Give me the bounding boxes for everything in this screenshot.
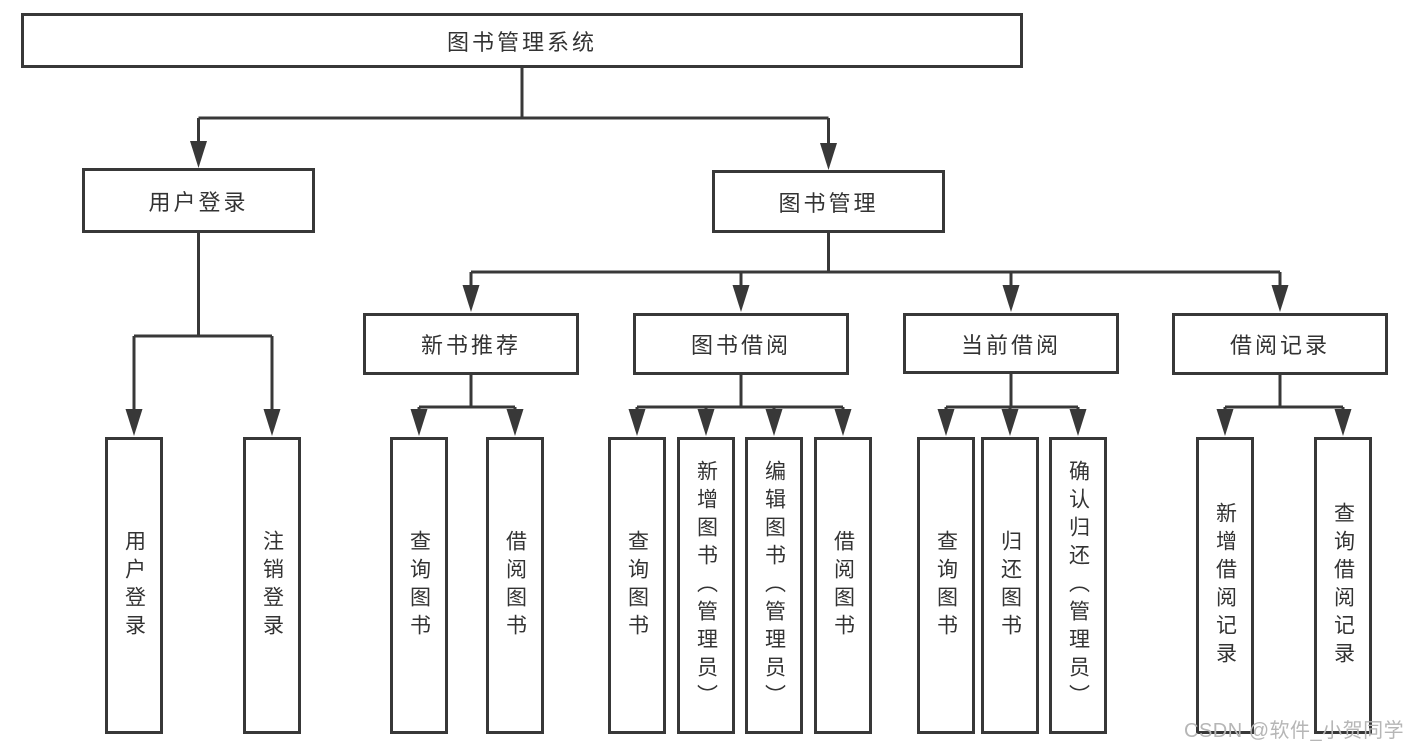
leaf-label: 新增图书（管理员） [694, 459, 718, 712]
leaf-record-add-borrow-record: 新增借阅记录 [1196, 437, 1254, 734]
node-user-login: 用户登录 [82, 168, 315, 233]
leaf-borrow-query-book: 查询图书 [608, 437, 666, 734]
node-library-management-system: 图书管理系统 [21, 13, 1023, 68]
node-current-borrow: 当前借阅 [903, 313, 1119, 374]
leaf-label: 新增借阅记录 [1213, 501, 1237, 670]
leaf-label: 编辑图书（管理员） [762, 459, 786, 712]
leaf-current-confirm-return-admin: 确认归还（管理员） [1049, 437, 1107, 734]
leaf-label: 查询图书 [934, 529, 958, 642]
leaf-borrow-add-book-admin: 新增图书（管理员） [677, 437, 735, 734]
leaf-borrow-borrow-book: 借阅图书 [814, 437, 872, 734]
leaf-label: 注销登录 [260, 529, 284, 642]
leaf-record-query-borrow-record: 查询借阅记录 [1314, 437, 1372, 734]
node-book-management: 图书管理 [712, 170, 945, 233]
leaf-label: 用户登录 [122, 529, 146, 642]
csdn-watermark: CSDN @软件_小贺同学 [1184, 720, 1405, 742]
node-borrow-record: 借阅记录 [1172, 313, 1388, 375]
leaf-logout-login: 注销登录 [243, 437, 301, 734]
node-book-borrow: 图书借阅 [633, 313, 849, 375]
node-new-book-recommend: 新书推荐 [363, 313, 579, 375]
leaf-label: 归还图书 [998, 529, 1022, 642]
leaf-current-query-book: 查询图书 [917, 437, 975, 734]
leaf-label: 查询图书 [407, 529, 431, 642]
leaf-label: 查询借阅记录 [1331, 501, 1355, 670]
leaf-label: 确认归还（管理员） [1066, 459, 1090, 712]
leaf-label: 借阅图书 [503, 529, 527, 642]
leaf-recommend-borrow-book: 借阅图书 [486, 437, 544, 734]
leaf-recommend-query-book: 查询图书 [390, 437, 448, 734]
leaf-label: 借阅图书 [831, 529, 855, 642]
leaf-current-return-book: 归还图书 [981, 437, 1039, 734]
leaf-user-login: 用户登录 [105, 437, 163, 734]
leaf-label: 查询图书 [625, 529, 649, 642]
leaf-borrow-edit-book-admin: 编辑图书（管理员） [745, 437, 803, 734]
